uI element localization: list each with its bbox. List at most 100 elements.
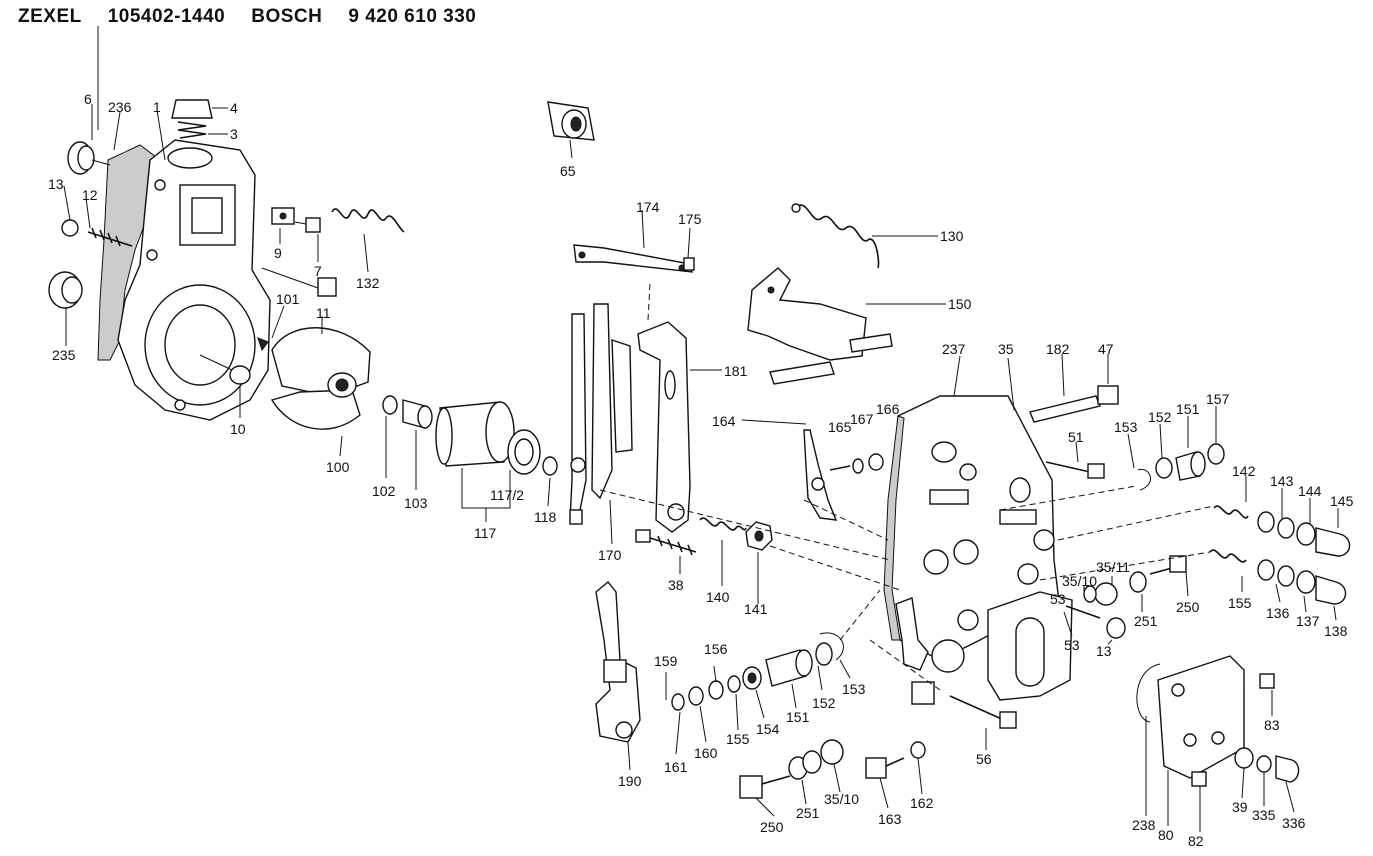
label-153-upper: 153: [1114, 419, 1138, 435]
brand-bosch: BOSCH: [251, 6, 323, 27]
label-39: 39: [1232, 799, 1248, 815]
part-screw-7: [294, 217, 321, 233]
label-236: 236: [108, 99, 132, 115]
part-fulcrum-lever-170: [569, 303, 633, 525]
part-nut-166: [868, 453, 884, 471]
part-bearing-117-2: [507, 429, 541, 475]
label-238: 238: [1132, 817, 1156, 833]
label-4: 4: [230, 100, 238, 116]
label-53-upper: 53: [1050, 591, 1066, 607]
part-screw-165: [829, 465, 851, 471]
label-154: 154: [756, 721, 780, 737]
part-lever-164: [803, 429, 838, 521]
label-159: 159: [654, 653, 678, 669]
part-bolt-12: [87, 227, 133, 247]
part-washer-167: [852, 458, 864, 474]
label-80: 80: [1158, 827, 1174, 843]
part-cap-6: [67, 141, 111, 175]
part-screw-142: [1213, 505, 1249, 519]
part-bush-151: [765, 649, 813, 687]
label-237: 237: [942, 341, 966, 357]
label-10: 10: [230, 421, 246, 437]
label-155: 155: [1228, 595, 1252, 611]
label-65: 65: [560, 163, 576, 179]
label-13: 13: [48, 176, 64, 192]
part-clip-153-upper: [1137, 468, 1151, 491]
part-seal-154: [742, 666, 762, 690]
label-170: 170: [598, 547, 622, 563]
label-1: 1: [153, 99, 161, 115]
part-spring-130: [791, 203, 880, 269]
label-56: 56: [976, 751, 992, 767]
part-washer-136: [1257, 559, 1275, 581]
label-35-10-lower: 35/10: [824, 791, 859, 807]
assembly-lines: [63, 26, 1339, 832]
part-washer-335: [1256, 755, 1272, 773]
part-screw-155: [1209, 549, 1247, 563]
label-152: 152: [812, 695, 836, 711]
part-screw-51: [1045, 461, 1105, 479]
label-35-11: 35/11: [1096, 559, 1130, 575]
part-plate-80: [1157, 655, 1245, 779]
part-bolt-47: [1097, 385, 1119, 405]
part-washer-251: [1129, 571, 1147, 593]
part-screw-83: [1259, 673, 1275, 689]
label-102: 102: [372, 483, 396, 499]
part-cap-nut-138: [1315, 575, 1347, 605]
part-lever-150: [747, 267, 893, 385]
part-ring-102: [382, 395, 398, 415]
label-35-10: 35/10: [1062, 573, 1097, 589]
part-nut-10: [199, 354, 251, 385]
part-link-174: [573, 244, 693, 273]
part-washer-156: [708, 680, 724, 700]
label-103: 103: [404, 495, 428, 511]
part-washer-155: [727, 675, 741, 693]
label-166: 166: [876, 401, 900, 417]
label-160: 160: [694, 745, 718, 761]
part-cap-nut-145: [1315, 527, 1351, 557]
label-163: 163: [878, 811, 902, 827]
part-washer-143b: [1277, 517, 1295, 539]
label-35: 35: [998, 341, 1014, 357]
part-washer-39: [1234, 747, 1254, 769]
label-83: 83: [1264, 717, 1280, 733]
label-181: 181: [724, 363, 748, 379]
part-cap-157: [1207, 443, 1225, 465]
part-oring-152: [815, 642, 833, 666]
part-bush-65: [547, 101, 595, 141]
part-nut-35-11: [1094, 582, 1118, 606]
callout-labels: 6 236 1 4 3 13 12 9 7 132 65 235 101 11 …: [48, 91, 1354, 849]
label-250: 250: [1176, 599, 1200, 615]
label-101: 101: [276, 291, 300, 307]
label-251: 251: [1134, 613, 1158, 629]
part-bolt-163: [865, 757, 905, 779]
label-140: 140: [706, 589, 730, 605]
part-flyweight-100: [270, 327, 371, 430]
label-137: 137: [1296, 613, 1320, 629]
label-151-upper: 151: [1176, 401, 1200, 417]
brand-zexel: ZEXEL: [18, 6, 82, 27]
part-nut-141: [745, 521, 773, 551]
part-screw-82: [1191, 771, 1207, 787]
label-144: 144: [1298, 483, 1322, 499]
part-nut-35-10-lower: [820, 739, 844, 765]
label-6: 6: [84, 91, 92, 107]
part-key-101: [257, 337, 269, 352]
label-47: 47: [1098, 341, 1114, 357]
label-117-2: 117/2: [490, 487, 524, 503]
label-117: 117: [474, 525, 497, 541]
part-washer-144: [1296, 522, 1316, 546]
label-3: 3: [230, 126, 238, 142]
label-162: 162: [910, 795, 934, 811]
label-152-upper: 152: [1148, 409, 1172, 425]
label-235: 235: [52, 347, 76, 363]
label-142: 142: [1232, 463, 1256, 479]
zexel-part-number: 105402-1440: [107, 6, 226, 27]
part-bolt-56: [949, 695, 1017, 729]
part-washer-136b: [1277, 565, 1295, 587]
part-lever-181: [637, 321, 691, 533]
part-oring-152-upper: [1155, 457, 1173, 479]
part-washer-143: [1257, 511, 1275, 533]
part-bolt-250: [1149, 555, 1187, 575]
